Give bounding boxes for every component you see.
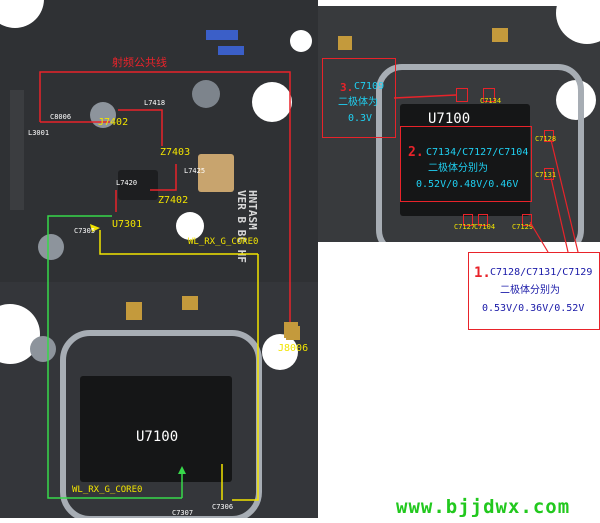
note1-leader-c [529, 221, 549, 253]
note3-value: 0.3V [348, 113, 373, 124]
mounting-hole [252, 82, 292, 122]
mounting-hole [262, 334, 298, 370]
c7134-marker [483, 88, 495, 102]
note2-parts: C7134/C7127/C7104 [426, 147, 529, 158]
l3001-label: L3001 [28, 129, 50, 137]
u7301-label: U7301 [112, 219, 143, 230]
note2-line2: 二极体分别为 [428, 163, 488, 174]
c7131-label: C7131 [535, 171, 557, 179]
rf-connector [90, 102, 116, 128]
l7420-label: L7420 [116, 179, 138, 187]
c7127-label: C7127 [454, 223, 476, 231]
u7100-ic-top [400, 104, 530, 216]
mounting-hole [176, 212, 204, 240]
rf-line-trace [39, 71, 291, 322]
rf-connector [30, 336, 56, 362]
c7306-label: C7306 [212, 503, 234, 511]
shield-frame [60, 330, 262, 518]
z7403-label: Z7403 [160, 147, 191, 158]
c7128-marker [544, 130, 554, 142]
c7134-label: C7134 [480, 97, 502, 105]
note1-values: 0.53V/0.36V/0.52V [482, 303, 585, 314]
gold-shield-can [198, 154, 234, 192]
gold-pad [126, 302, 142, 320]
note1-leader-b [550, 177, 569, 253]
top-left-pcb-photo: HNTASM VER B BC HF [0, 0, 318, 282]
rf-connector [38, 234, 64, 260]
trace-l7418 [118, 109, 163, 146]
note2-values: 0.52V/0.48V/0.46V [416, 179, 519, 190]
wl-rx-label-bottom: WL_RX_G_CORE0 [72, 485, 143, 495]
trace-l7425 [150, 164, 177, 191]
c8006-label: C8006 [50, 113, 72, 121]
note3-part: C7109 [354, 81, 385, 92]
c7307-label: C7307 [172, 509, 194, 517]
note1-box [468, 252, 600, 330]
c7305-label: C7305 [74, 227, 96, 235]
c7131-marker [544, 168, 554, 180]
website-watermark: www.bjjdwx.com [396, 496, 571, 518]
gold-pad [338, 36, 352, 50]
green-trace [47, 215, 182, 499]
yellow-trace-top [99, 230, 258, 255]
l7418-label: L7418 [144, 99, 166, 107]
yellow-arrow-head [90, 224, 100, 232]
note1-leader-a [550, 139, 579, 253]
z7402-label: Z7402 [158, 195, 189, 206]
c7104-label: C7104 [474, 223, 496, 231]
note1-number: 1. [474, 265, 491, 281]
u7100-label-top: U7100 [428, 111, 471, 127]
u7100-label-bottom: U7100 [136, 429, 179, 445]
note3-number: 3. [340, 81, 354, 94]
c7129-label: C7129 [512, 223, 534, 231]
note1-parts: C7128/C7131/C7129 [490, 267, 593, 278]
c7128-label: C7128 [535, 135, 557, 143]
l7425-label: L7425 [184, 167, 206, 175]
j8006-pad [284, 322, 298, 338]
note2-outline [400, 126, 532, 202]
j7402-label: J7402 [98, 117, 129, 128]
j8006-label: J8006 [278, 343, 309, 354]
c7109-marker [456, 88, 468, 102]
gold-pad [182, 296, 198, 310]
c7104-marker [478, 214, 488, 226]
green-arrow-head [178, 466, 186, 474]
small-ic [118, 170, 158, 200]
mounting-hole [290, 30, 312, 52]
rf-line-label: 射频公共线 [112, 56, 167, 69]
gold-pad [492, 28, 508, 42]
component-strip [10, 90, 24, 210]
c7127-marker [463, 214, 473, 226]
wl-rx-label-top: WL_RX_G_CORE0 [188, 237, 259, 247]
shield-frame [376, 64, 584, 242]
yellow-trace [232, 254, 259, 501]
u7100-ic-bottom [80, 376, 232, 482]
rf-connector [192, 80, 220, 108]
blue-component [206, 30, 238, 40]
note2-number: 2. [408, 145, 424, 160]
note1-line2: 二极体分别为 [500, 285, 560, 296]
note3-line2: 二极体为 [338, 97, 378, 108]
c7129-marker [522, 214, 532, 226]
blue-component [218, 46, 244, 55]
note3-leader [393, 94, 457, 99]
